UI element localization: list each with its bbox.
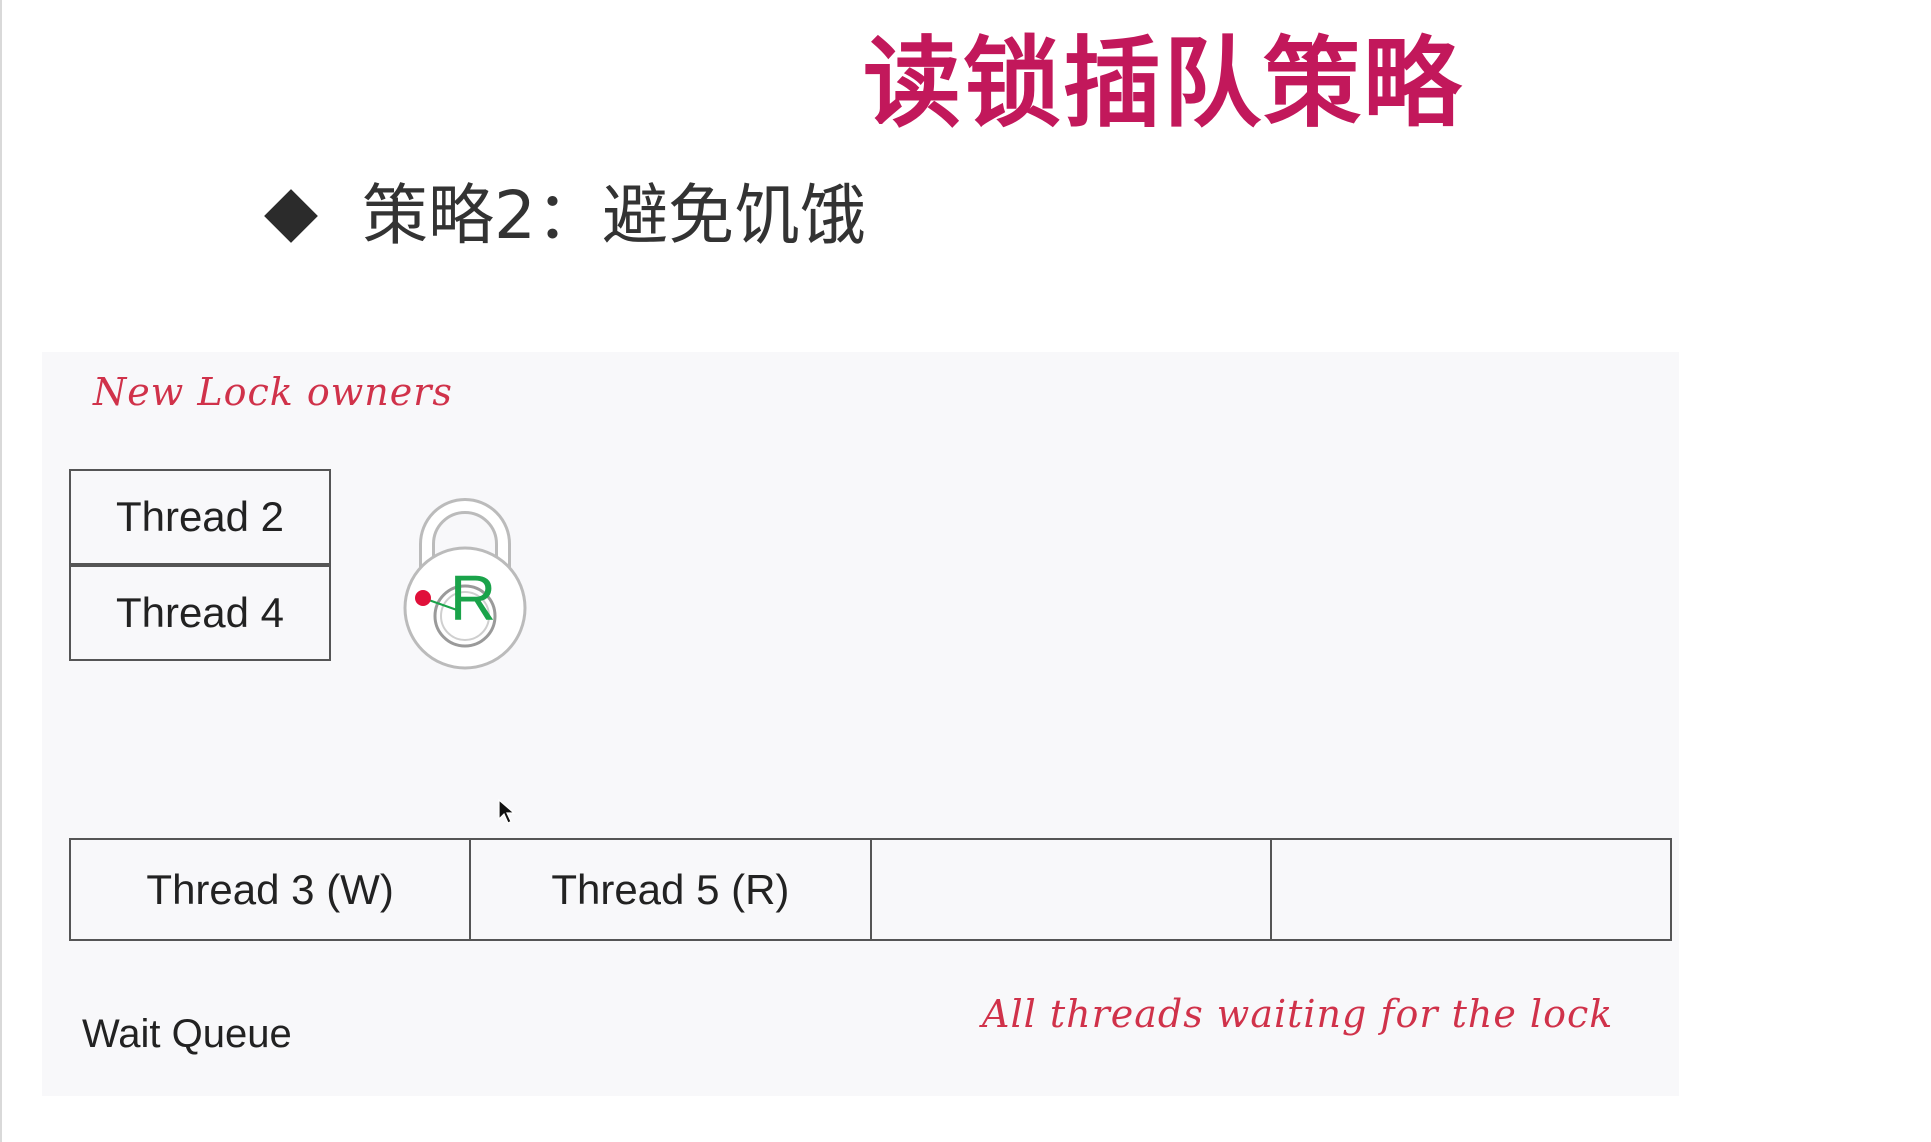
diamond-bullet-icon [264, 189, 318, 244]
waiting-note: All threads waiting for the lock [982, 992, 1614, 1036]
queue-slot: Thread 3 (W) [71, 840, 472, 939]
slide-subtitle: 策略2：避免饥饿 [264, 177, 866, 254]
lock-indicator-dot [415, 590, 431, 606]
wait-queue-label: Wait Queue [82, 1012, 292, 1056]
queue-slot [1272, 840, 1670, 939]
diagram-panel: New Lock owners Thread 2 Thread 4 R Thre… [42, 352, 1679, 1096]
owners-note: New Lock owners [93, 370, 453, 414]
queue-slot [872, 840, 1272, 939]
queue-slot: Thread 5 (R) [471, 840, 872, 939]
owner-thread-box: Thread 2 [69, 469, 331, 565]
padlock-icon: R [403, 498, 527, 670]
wait-queue: Thread 3 (W) Thread 5 (R) [69, 838, 1672, 941]
mouse-cursor-icon [498, 799, 516, 824]
lock-letter: R [450, 562, 496, 634]
slide-title: 读锁插队策略 [863, 27, 1464, 141]
slide-edge [0, 0, 2, 1142]
subtitle-text: 策略2：避免饥饿 [362, 177, 866, 254]
owner-thread-box: Thread 4 [69, 565, 331, 661]
